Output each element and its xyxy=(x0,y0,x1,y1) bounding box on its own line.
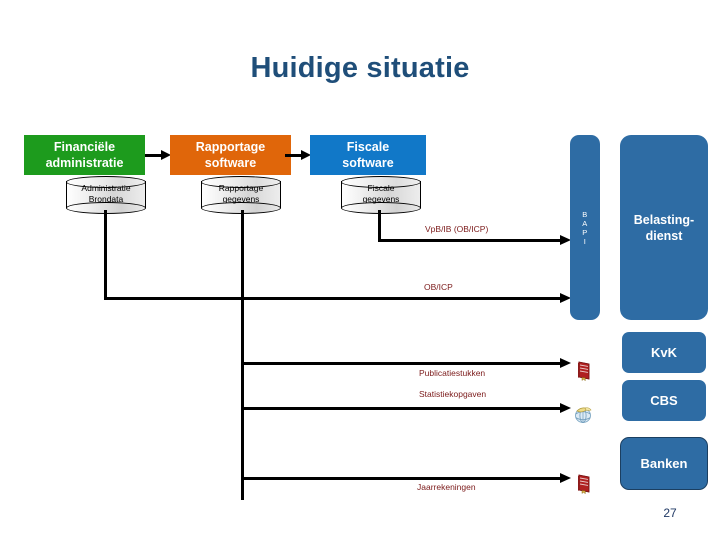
arrowhead-statistiekopgaven xyxy=(560,403,571,413)
cylinder-label-line2: gegevens xyxy=(222,194,260,204)
globe-icon xyxy=(572,404,594,429)
flow-box-line2: software xyxy=(204,156,257,170)
flow-box-line1: Rapportage xyxy=(195,140,266,154)
flow-box-financiele-administratie[interactable]: Financiële administratie xyxy=(24,135,145,175)
flow-box-line1: Fiscale xyxy=(346,140,390,154)
cylinder-label: Rapportage gegevens xyxy=(201,183,281,205)
entity-label-line1: Belasting- xyxy=(633,212,695,227)
connector-publicatiestukken-horizontal xyxy=(241,362,563,365)
cylinder-label: Administratie Brondata xyxy=(66,183,146,205)
bapi-letter-b: B xyxy=(582,209,588,219)
entity-label: CBS xyxy=(650,392,678,408)
flow-label-jaarrekeningen: Jaarrekeningen xyxy=(417,482,476,492)
cylinder-top xyxy=(341,176,421,188)
page-number: 27 xyxy=(663,506,677,520)
entity-banken[interactable]: Banken xyxy=(620,437,708,490)
flow-box-rapportage-software[interactable]: Rapportage software xyxy=(170,135,291,175)
right-arrow-icon xyxy=(285,150,311,160)
flow-box-line2: software xyxy=(342,156,394,170)
cylinder-label-line2: Brondata xyxy=(88,194,124,204)
bapi-letter-p: P xyxy=(582,227,588,237)
connector-fiscale-vertical xyxy=(378,210,381,242)
entity-label: Banken xyxy=(640,455,688,471)
entity-bapi[interactable]: B A P I xyxy=(570,135,600,320)
red-book-icon xyxy=(576,474,592,499)
red-book-icon xyxy=(576,361,592,386)
bapi-letter-i: I xyxy=(583,236,587,246)
flow-label-statistiekopgaven: Statistiekopgaven xyxy=(419,389,487,399)
database-cylinder-administratie-brondata: Administratie Brondata xyxy=(66,176,146,214)
page-title: Huidige situatie xyxy=(250,52,470,84)
arrowhead-ob-icp xyxy=(560,293,571,303)
cylinder-label-line1: Rapportage xyxy=(218,183,264,193)
connector-ob-icp-horizontal xyxy=(104,297,563,300)
cylinder-top xyxy=(66,176,146,188)
entity-belastingdienst[interactable]: Belasting- dienst xyxy=(620,135,708,320)
connector-rapportage-vertical xyxy=(241,210,244,500)
flow-box-line2: administratie xyxy=(45,156,124,170)
cylinder-label: Fiscale gegevens xyxy=(341,183,421,205)
cylinder-top xyxy=(201,176,281,188)
entity-label: KvK xyxy=(650,344,677,360)
entity-label-line2: dienst xyxy=(645,228,683,243)
flow-box-fiscale-software[interactable]: Fiscale software xyxy=(310,135,426,175)
flow-label-publicatiestukken: Publicatiestukken xyxy=(419,368,486,378)
flow-box-line1: Financiële xyxy=(53,140,116,154)
cylinder-label-line1: Administratie xyxy=(81,183,131,193)
cylinder-label-line2: gegevens xyxy=(362,194,400,204)
entity-kvk[interactable]: KvK xyxy=(622,332,706,373)
connector-administratie-vertical xyxy=(104,210,107,300)
cylinder-bottom xyxy=(341,202,421,214)
arrowhead-vpb-ib xyxy=(560,235,571,245)
flow-label-vpb-ib: VpB/IB (OB/ICP) xyxy=(425,224,489,234)
connector-jaarrekeningen-horizontal xyxy=(241,477,563,480)
bapi-letter-a: A xyxy=(582,218,588,228)
right-arrow-icon xyxy=(145,150,171,160)
cylinder-label-line1: Fiscale xyxy=(367,183,395,193)
connector-statistiekopgaven-horizontal xyxy=(241,407,563,410)
entity-cbs[interactable]: CBS xyxy=(622,380,706,421)
database-cylinder-fiscale-gegevens: Fiscale gegevens xyxy=(341,176,421,214)
database-cylinder-rapportage-gegevens: Rapportage gegevens xyxy=(201,176,281,214)
arrowhead-publicatiestukken xyxy=(560,358,571,368)
arrowhead-jaarrekeningen xyxy=(560,473,571,483)
flow-label-ob-icp: OB/ICP xyxy=(424,282,453,292)
connector-vpb-ib-horizontal xyxy=(378,239,563,242)
